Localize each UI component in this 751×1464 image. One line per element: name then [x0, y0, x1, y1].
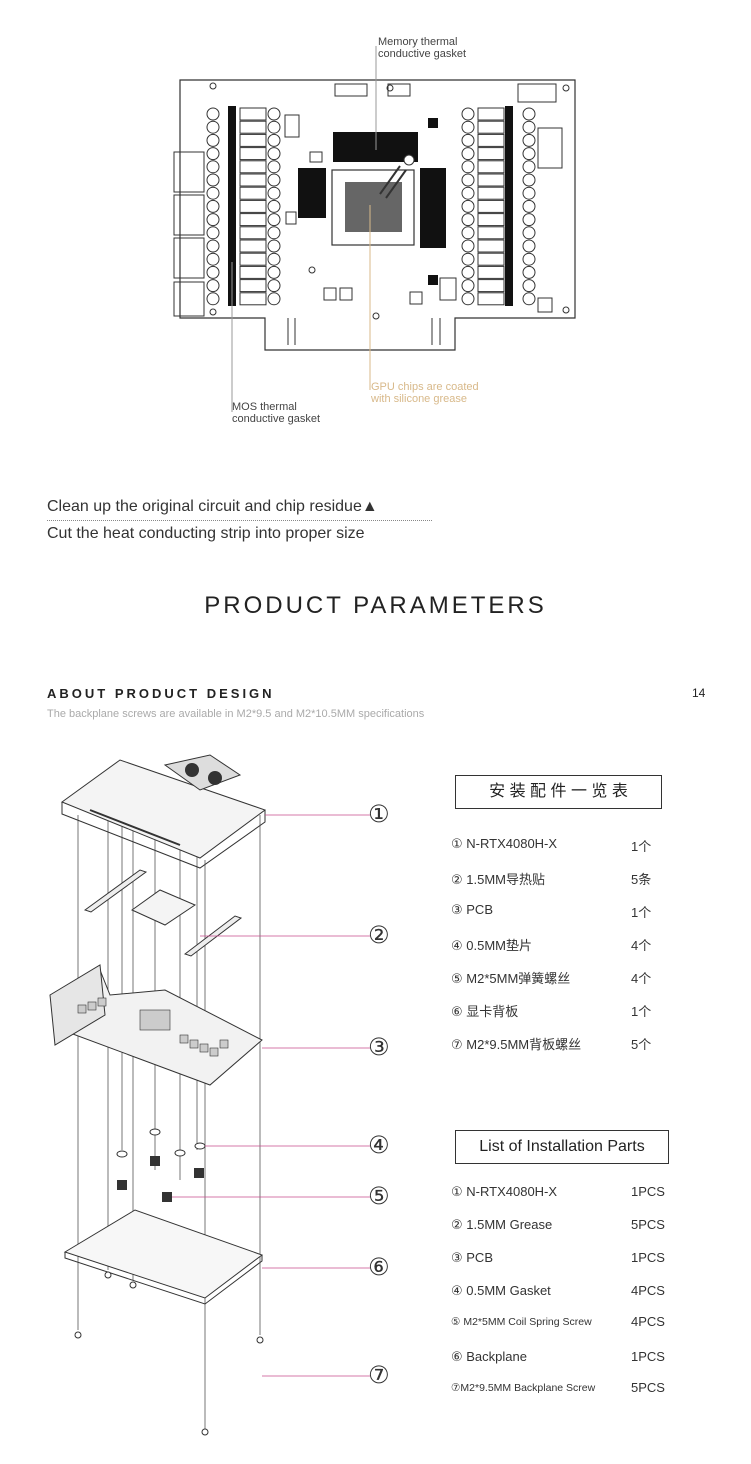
part-qty: 1个 — [631, 905, 652, 920]
about-title: ABOUT PRODUCT DESIGN — [47, 686, 275, 701]
part-name: ③ PCB — [451, 1250, 493, 1265]
part-name: ⑥ 显卡背板 — [451, 1004, 519, 1019]
marker-5: ⑤ — [368, 1183, 390, 1210]
step-divider — [47, 520, 432, 521]
marker-6: ⑥ — [368, 1254, 390, 1281]
list-item: ⑦ M2*9.5MM背板螺丝 5个 — [451, 1034, 651, 1053]
part-name: ⑦ M2*9.5MM背板螺丝 — [451, 1037, 582, 1052]
marker-3: ③ — [368, 1034, 390, 1061]
mos-callout-line2: conductive gasket — [232, 413, 321, 425]
part-name: ⑦M2*9.5MM Backplane Screw — [451, 1382, 596, 1394]
part-qty: 5个 — [631, 1037, 652, 1052]
part-qty: 1个 — [631, 1004, 652, 1019]
part-qty: 4PCS — [631, 1283, 665, 1298]
part-name: ③ PCB — [451, 902, 493, 917]
marker-4: ④ — [368, 1132, 390, 1159]
gpu-callout-line2: with silicone grease — [371, 393, 467, 405]
part-name: ⑥ Backplane — [451, 1349, 527, 1364]
memory-callout-line2: conductive gasket — [378, 48, 467, 60]
list-item: ① N-RTX4080H-X 1PCS — [451, 1184, 665, 1200]
part-qty: 4个 — [631, 971, 652, 986]
parts-cn-title: 安 装 配 件 一 览 表 — [455, 775, 662, 809]
section-heading: PRODUCT PARAMETERS — [204, 592, 547, 619]
list-item: ③ PCB 1PCS — [451, 1250, 665, 1266]
mos-callout: MOS thermal conductive gasket — [232, 401, 320, 425]
part-name: ① N-RTX4080H-X — [451, 836, 558, 851]
list-item: ⑤ M2*5MM Coil Spring Screw 4PCS — [451, 1314, 665, 1329]
memory-callout: Memory thermal conductive gasket — [378, 36, 466, 60]
part-name: ④ 0.5MM垫片 — [451, 938, 532, 953]
list-item: ⑥ Backplane 1PCS — [451, 1349, 665, 1365]
list-item: ② 1.5MM导热贴 5条 — [451, 869, 651, 888]
triangle-marker-icon: ▲ — [361, 498, 378, 515]
step-clean: Clean up the original circuit and chip r… — [47, 498, 378, 516]
part-name: ② 1.5MM Grease — [451, 1217, 553, 1232]
part-qty: 5PCS — [631, 1217, 665, 1232]
part-name: ⑤ M2*5MM弹簧螺丝 — [451, 971, 571, 986]
step-clean-text: Clean up the original circuit and chip r… — [47, 498, 362, 515]
memory-callout-line1: Memory thermal — [378, 36, 458, 48]
page-number: 14 — [692, 686, 706, 700]
gpu-callout-line1: GPU chips are coated — [371, 381, 479, 393]
part-qty: 1PCS — [631, 1250, 665, 1265]
exploded-drawing — [49, 754, 370, 1436]
exploded-view: ① ② ③ ④ ⑤ ⑥ ⑦ — [0, 740, 430, 1464]
about-subtitle: The backplane screws are available in M2… — [47, 708, 425, 720]
marker-1: ① — [368, 801, 390, 828]
part-qty: 5条 — [631, 872, 652, 887]
part-qty: 1PCS — [631, 1349, 665, 1364]
list-item: ⑤ M2*5MM弹簧螺丝 4个 — [451, 968, 651, 987]
part-qty: 1个 — [631, 839, 652, 854]
list-item: ③ PCB 1个 — [451, 902, 651, 920]
marker-7: ⑦ — [368, 1362, 390, 1389]
gpu-callout: GPU chips are coated with silicone greas… — [371, 381, 479, 405]
list-item: ④ 0.5MM垫片 4个 — [451, 935, 651, 954]
part-qty: 1PCS — [631, 1184, 665, 1199]
part-qty: 5PCS — [631, 1380, 665, 1395]
pcb-diagram: Memory thermal conductive gasket GPU chi… — [0, 0, 751, 440]
part-name: ① N-RTX4080H-X — [451, 1184, 558, 1199]
list-item: ⑥ 显卡背板 1个 — [451, 1001, 651, 1020]
list-item: ① N-RTX4080H-X 1个 — [451, 836, 651, 854]
marker-2: ② — [368, 922, 390, 949]
part-qty: 4PCS — [631, 1314, 665, 1329]
part-name: ⑤ M2*5MM Coil Spring Screw — [451, 1316, 592, 1328]
part-name: ④ 0.5MM Gasket — [451, 1283, 551, 1298]
list-item: ④ 0.5MM Gasket 4PCS — [451, 1283, 665, 1299]
pcb-drawing — [173, 46, 576, 412]
list-item: ② 1.5MM Grease 5PCS — [451, 1217, 665, 1233]
mos-callout-line1: MOS thermal — [232, 401, 297, 413]
list-item: ⑦M2*9.5MM Backplane Screw 5PCS — [451, 1380, 665, 1395]
part-name: ② 1.5MM导热贴 — [451, 872, 545, 887]
step-cut: Cut the heat conducting strip into prope… — [47, 525, 365, 542]
part-qty: 4个 — [631, 938, 652, 953]
parts-en-title: List of Installation Parts — [455, 1130, 669, 1164]
